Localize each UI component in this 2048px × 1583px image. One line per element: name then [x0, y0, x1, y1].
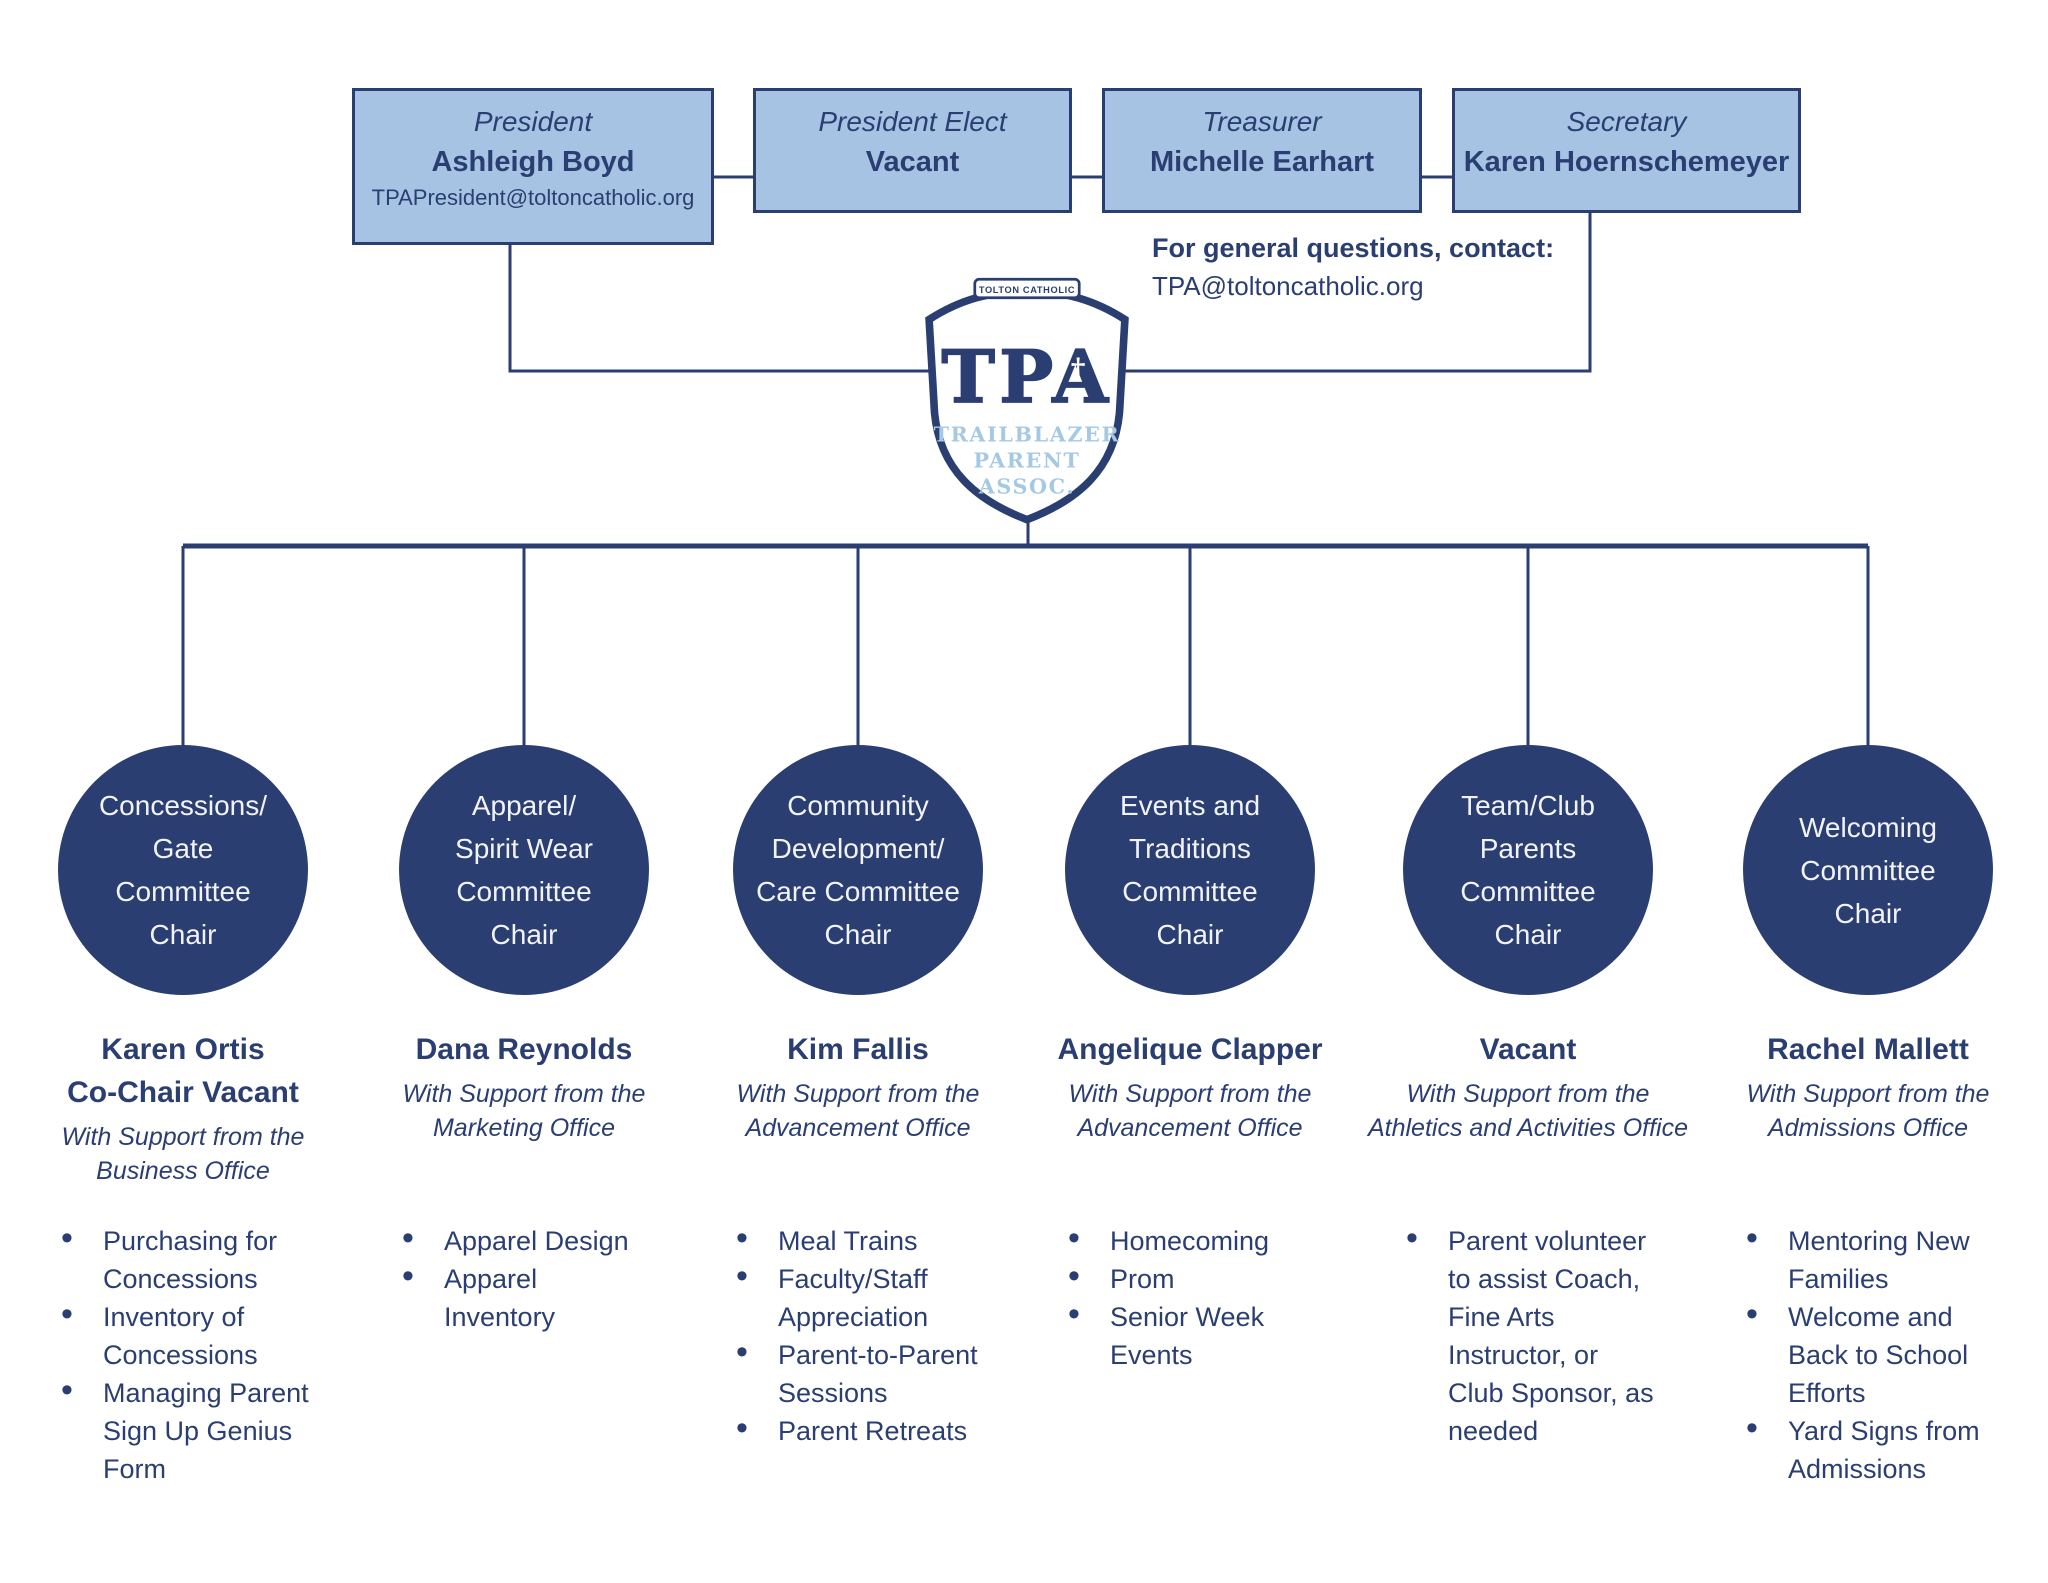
chair-support-note: With Support from the Advancement Office — [736, 1080, 980, 1142]
officer-name: Michelle Earhart — [1149, 146, 1375, 178]
officer-box-president-elect: President Elect Vacant — [753, 88, 1072, 213]
chair-block: Dana Reynolds With Support from the Mark… — [344, 1028, 704, 1145]
officer-title: Treasurer — [1202, 106, 1322, 137]
committee-circle: Welcoming Committee Chair — [1743, 745, 1993, 995]
bullet-item: Meal Trains — [732, 1219, 984, 1260]
bullet-item: Parent Retreats — [732, 1409, 984, 1450]
shield-org-line2: PARENT — [973, 448, 1080, 472]
committee-bullets: Apparel DesignApparel Inventory — [398, 1219, 650, 1336]
committee-circle: Apparel/ Spirit Wear Committee Chair — [399, 745, 649, 995]
bullet-item: Inventory of Concessions — [57, 1295, 309, 1374]
bullet-item: Parent volunteer to assist Coach, Fine A… — [1402, 1219, 1654, 1450]
committee-bullets: Meal TrainsFaculty/Staff AppreciationPar… — [732, 1219, 984, 1450]
bullet-item: Parent-to-Parent Sessions — [732, 1333, 984, 1412]
committee-concessions-gate: Concessions/ Gate Committee Chair Karen … — [3, 745, 363, 1525]
committee-bullets: Purchasing for ConcessionsInventory of C… — [57, 1219, 309, 1488]
bullet-item: Purchasing for Concessions — [57, 1219, 309, 1298]
shield-acronym: TPA — [942, 335, 1113, 419]
chair-name: Angelique Clapper — [1057, 1033, 1323, 1066]
bullet-item: Homecoming — [1064, 1219, 1316, 1260]
chair-name: Kim Fallis — [787, 1033, 929, 1066]
bullet-item: Prom — [1064, 1257, 1316, 1298]
chair-support-note: With Support from the Advancement Office — [1068, 1080, 1312, 1142]
bullet-item: Mentoring New Families — [1742, 1219, 1994, 1298]
chair-name: Rachel Mallett — [1767, 1033, 1969, 1066]
officer-email: TPAPresident@toltoncatholic.org — [371, 185, 695, 210]
bullet-item: Managing Parent Sign Up Genius Form — [57, 1371, 309, 1488]
committee-bullets: HomecomingPromSenior Week Events — [1064, 1219, 1316, 1374]
chair-support-note: With Support from the Marketing Office — [402, 1080, 646, 1142]
contact-label: For general questions, contact: — [1152, 233, 1555, 263]
bullet-item: Apparel Inventory — [398, 1257, 650, 1336]
committee-welcoming: Welcoming Committee Chair Rachel Mallett… — [1688, 745, 2048, 1525]
committee-apparel-spirit-wear: Apparel/ Spirit Wear Committee Chair Dan… — [344, 745, 704, 1525]
bullet-item: Yard Signs from Admissions — [1742, 1409, 1994, 1488]
officer-title: President Elect — [818, 106, 1007, 137]
shield-banner — [973, 277, 1081, 300]
chair-name: Karen Ortis Co-Chair Vacant — [67, 1033, 299, 1109]
chair-block: Rachel Mallett With Support from the Adm… — [1688, 1028, 2048, 1145]
committee-bullets: Mentoring New FamiliesWelcome and Back t… — [1742, 1219, 1994, 1488]
officer-box-treasurer: Treasurer Michelle Earhart — [1102, 88, 1422, 213]
chair-block: Kim Fallis With Support from the Advance… — [678, 1028, 1038, 1145]
committee-events-traditions: Events and Traditions Committee Chair An… — [1010, 745, 1370, 1525]
bullet-item: Senior Week Events — [1064, 1295, 1316, 1374]
contact-email: TPA@toltoncatholic.org — [1152, 271, 1424, 301]
officer-title: President — [473, 106, 593, 137]
officer-box-president: President Ashleigh Boyd TPAPresident@tol… — [352, 88, 714, 245]
committee-circle: Team/Club Parents Committee Chair — [1403, 745, 1653, 995]
chair-block: Karen Ortis Co-Chair Vacant With Support… — [3, 1028, 363, 1188]
shield-org-line3: ASSOC. — [978, 475, 1075, 499]
bullet-item: Faculty/Staff Appreciation — [732, 1257, 984, 1336]
officer-title: Secretary — [1566, 106, 1687, 137]
chair-name: Vacant — [1479, 1033, 1577, 1066]
officer-name: Vacant — [865, 146, 960, 178]
committee-team-club-parents: Team/Club Parents Committee Chair Vacant… — [1348, 745, 1708, 1525]
officer-name: Ashleigh Boyd — [431, 146, 635, 178]
general-contact: For general questions, contact: TPA@tolt… — [1152, 230, 1554, 306]
officer-name: Karen Hoernschemeyer — [1463, 146, 1790, 178]
chair-block: Angelique Clapper With Support from the … — [1010, 1028, 1370, 1145]
committee-community-development-care: Community Development/ Care Committee Ch… — [678, 745, 1038, 1525]
chair-support-note: With Support from the Athletics and Acti… — [1367, 1080, 1689, 1142]
committee-bullets: Parent volunteer to assist Coach, Fine A… — [1402, 1219, 1654, 1450]
chair-block: Vacant With Support from the Athletics a… — [1348, 1028, 1708, 1145]
shield-cross-icon: † — [1071, 351, 1086, 385]
committee-circle: Events and Traditions Committee Chair — [1065, 745, 1315, 995]
officer-box-secretary: Secretary Karen Hoernschemeyer — [1452, 88, 1801, 213]
shield-org-line1: TRAILBLAZER — [934, 422, 1121, 446]
chair-support-note: With Support from the Business Office — [61, 1123, 305, 1185]
bullet-item: Welcome and Back to School Efforts — [1742, 1295, 1994, 1412]
tpa-shield-logo: TOLTON CATHOLIC TPA † TRAILBLAZER PARENT… — [925, 277, 1129, 524]
shield-school-name: TOLTON CATHOLIC — [979, 285, 1075, 295]
chair-name: Dana Reynolds — [415, 1033, 633, 1066]
committee-circle: Community Development/ Care Committee Ch… — [733, 745, 983, 995]
committee-circle: Concessions/ Gate Committee Chair — [58, 745, 308, 995]
bullet-item: Apparel Design — [398, 1219, 650, 1260]
chair-support-note: With Support from the Admissions Office — [1746, 1080, 1990, 1142]
